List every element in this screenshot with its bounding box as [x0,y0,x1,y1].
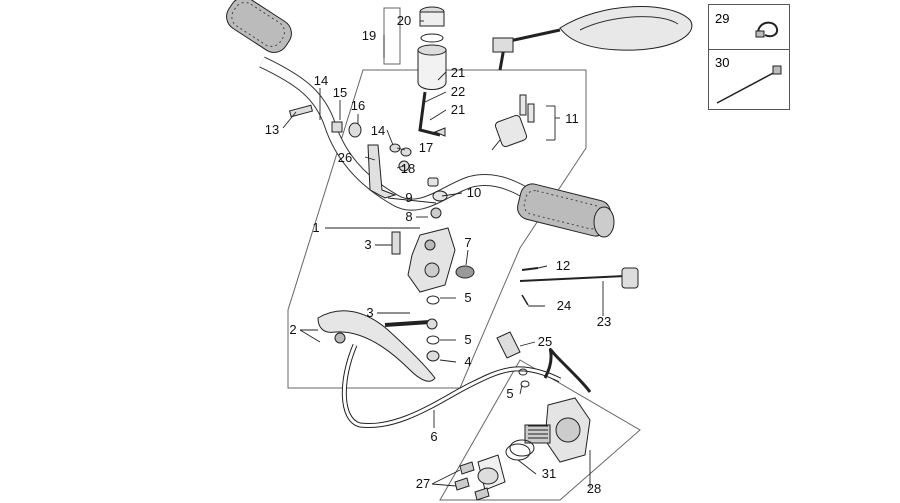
group-outline-handlebar [287,69,587,389]
callout-1: 1 [312,220,320,235]
callout-21a: 21 [450,65,466,80]
inset-label-29: 29 [715,11,730,26]
group-outline-clutch-cylinder [439,359,641,501]
callout-10: 10 [466,185,482,200]
left-grip-icon [226,0,292,53]
callout-27: 27 [415,476,431,491]
callout-8: 8 [405,209,413,224]
callout-16: 16 [350,98,366,113]
right-grip-icon [517,183,615,238]
washer-group [426,295,530,388]
mirror-icon [492,6,693,71]
callout-25: 25 [537,334,553,349]
callout-26: 26 [337,150,353,165]
callout-9: 9 [405,190,413,205]
switch-block-icon [491,94,535,151]
callout-2: 2 [289,322,297,337]
inset-divider [709,49,789,50]
callout-28: 28 [586,481,602,496]
callout-12: 12 [555,258,571,273]
callout-4: 4 [464,354,472,369]
cable-clip-icon [755,21,779,38]
callout-17: 17 [418,140,434,155]
callout-19: 19 [361,28,377,43]
callout-3a: 3 [364,237,372,252]
accessory-inset: 29 30 [708,4,790,110]
callout-24: 24 [556,298,572,313]
callout-22: 22 [450,84,466,99]
master-cylinder-icon [391,177,475,293]
brake-reservoir-icon [417,6,447,137]
callout-20: 20 [396,13,412,28]
callout-18: 18 [400,161,416,176]
callout-5a: 5 [464,290,472,305]
inset-label-30: 30 [715,55,730,70]
callout-5b: 5 [464,332,472,347]
brake-hose-icon [341,318,592,429]
callout-5c: 5 [506,386,514,401]
callout-14b: 14 [370,123,386,138]
callout-14a: 14 [313,73,329,88]
slave-cylinder-icon [454,397,591,501]
bracket-icon [367,144,397,199]
callout-6: 6 [430,429,438,444]
bleeder-valve-icon [496,331,521,359]
callout-15: 15 [332,85,348,100]
callout-21b: 21 [450,102,466,117]
clutch-lever-icon [317,310,436,382]
callout-23: 23 [596,314,612,329]
callout-31: 31 [541,466,557,481]
callout-7: 7 [464,235,472,250]
callout-3b: 3 [366,305,374,320]
sensor-cable-icon [519,267,639,306]
callout-11: 11 [565,111,579,126]
cable-tie-icon [716,65,782,104]
leader-lines [282,20,604,488]
callout-13: 13 [264,122,280,137]
